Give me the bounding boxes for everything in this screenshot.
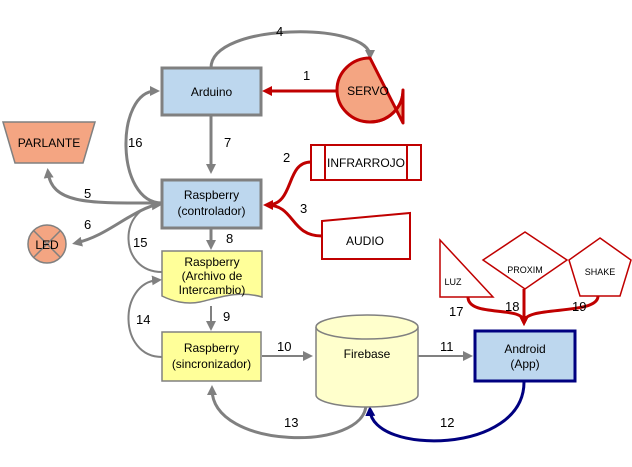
edge-label-8: 8: [226, 231, 233, 246]
edge-15-archivo-to-controlador: [127, 200, 163, 273]
edge-16-controlador-to-arduino: [124, 86, 163, 205]
edge-label-17: 17: [449, 304, 463, 319]
edge-14-sincronizador-to-archivo: [127, 275, 163, 358]
raspberry-sincronizador-label-2: (sincronizador): [172, 357, 251, 371]
edge-label-11: 11: [440, 339, 454, 354]
archivo-label-1: Raspberry: [184, 255, 239, 269]
parlante-label: PARLANTE: [18, 136, 80, 150]
servo-node: SERVO: [335, 56, 405, 125]
infrarrojo-node: INFRARROJO: [310, 144, 422, 181]
raspberry-controlador-label-1: Raspberry: [184, 188, 239, 202]
led-label: LED: [35, 238, 59, 252]
edge-label-3: 3: [300, 201, 307, 216]
edge-label-19: 19: [572, 299, 586, 314]
edge-label-18: 18: [505, 299, 519, 314]
firebase-label: Firebase: [344, 347, 391, 361]
raspberry-controlador-node: Raspberry (controlador): [160, 178, 263, 230]
edge-label-14: 14: [136, 312, 150, 327]
arduino-node: Arduino: [160, 66, 263, 117]
raspberry-sincronizador-label-1: Raspberry: [184, 341, 239, 355]
edge-label-7: 7: [224, 135, 231, 150]
parlante-node: PARLANTE: [1, 121, 97, 164]
raspberry-sincronizador-node: Raspberry (sincronizador): [161, 331, 262, 382]
edge-19-shake-to-android: [519, 295, 600, 326]
luz-label: LUZ: [444, 277, 462, 287]
edge-label-12: 12: [440, 415, 454, 430]
edge-label-15: 15: [133, 235, 147, 250]
android-label-2: (App): [510, 357, 539, 371]
edge-5-controlador-to-parlante: [43, 168, 163, 205]
archivo-intercambio-node: Raspberry (Archivo de Intercambio): [161, 250, 263, 304]
edge-label-4: 4: [276, 24, 283, 39]
edge-3-audio-to-controlador: [266, 203, 323, 238]
edge-label-1: 1: [303, 68, 310, 83]
edge-13-firebase-to-sincronizador: [207, 385, 368, 440]
audio-label: AUDIO: [346, 234, 384, 248]
servo-label: SERVO: [347, 84, 389, 98]
edge-label-2: 2: [283, 150, 290, 165]
edge-label-6: 6: [84, 217, 91, 232]
proxim-sensor-node: PROXIM: [481, 231, 569, 290]
raspberry-controlador-label-2: (controlador): [177, 204, 245, 218]
edge-label-10: 10: [277, 339, 291, 354]
edge-label-16: 16: [128, 135, 142, 150]
edge-label-13: 13: [284, 415, 298, 430]
edge-12-android-to-firebase: [365, 381, 526, 443]
edge-label-5: 5: [84, 186, 91, 201]
edge-2-infrarrojo-to-controlador: [263, 160, 312, 210]
edge-label-9: 9: [223, 309, 230, 324]
infrarrojo-label: INFRARROJO: [327, 156, 405, 170]
proxim-label: PROXIM: [507, 265, 543, 275]
led-node: LED: [27, 224, 67, 264]
archivo-label-2: (Archivo de: [182, 269, 243, 283]
shake-sensor-node: SHAKE: [568, 237, 632, 297]
shake-label: SHAKE: [585, 267, 616, 277]
android-label-1: Android: [504, 342, 545, 356]
luz-sensor-node: LUZ: [439, 238, 495, 298]
archivo-label-3: Intercambio): [179, 283, 246, 297]
firebase-node: Firebase: [315, 314, 419, 408]
android-app-node: Android (App): [473, 329, 577, 383]
audio-node: AUDIO: [321, 211, 411, 260]
arduino-label: Arduino: [191, 85, 233, 99]
edge-4-arduino-to-servo: [209, 30, 375, 69]
